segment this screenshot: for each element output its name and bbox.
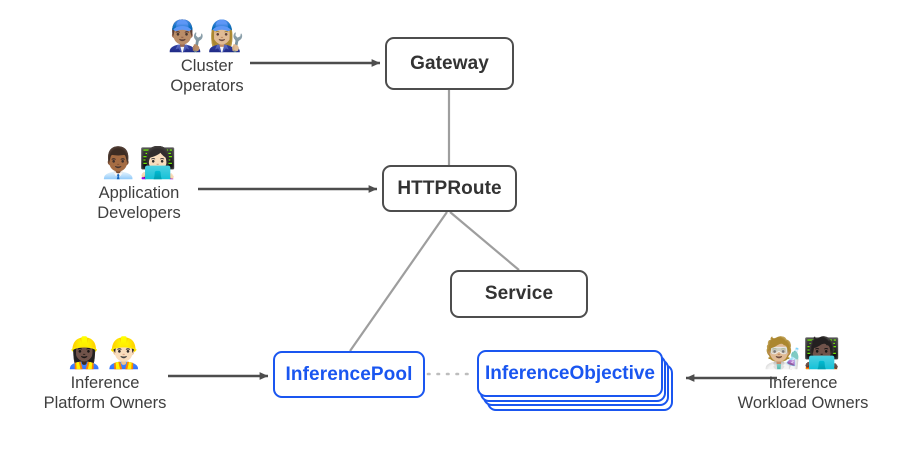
node-inferencepool-label: InferencePool	[285, 363, 413, 385]
application-developers-icon: 👨🏾‍💼👩🏻‍💻	[99, 146, 179, 181]
persona-label-line2: Operators	[170, 77, 244, 95]
inference-platform-owners-icon: 👷🏿‍♀️👷🏻‍♂️	[65, 336, 145, 371]
persona-label-line2: Platform Owners	[43, 394, 167, 412]
persona-cluster-operators: 👨🏽‍🔧👩🏼‍🔧 Cluster Operators	[112, 20, 302, 96]
persona-inference-platform-owners: 👷🏿‍♀️👷🏻‍♂️ Inference Platform Owners	[10, 337, 200, 413]
node-inferenceobjective[interactable]: InferenceObjective	[477, 350, 663, 397]
inference-workload-owners-icon: 🧑🏼‍🔬🧑🏿‍💻	[763, 336, 843, 371]
persona-label-line1: Application	[98, 184, 180, 202]
node-gateway-label: Gateway	[410, 52, 489, 74]
persona-application-developers: 👨🏾‍💼👩🏻‍💻 Application Developers	[44, 147, 234, 223]
persona-label-line1: Inference	[768, 374, 838, 392]
persona-inference-workload-owners: 🧑🏼‍🔬🧑🏿‍💻 Inference Workload Owners	[708, 337, 898, 413]
persona-label-line2: Developers	[97, 204, 181, 222]
cluster-operators-icon: 👨🏽‍🔧👩🏼‍🔧	[167, 19, 247, 54]
persona-inference-workload-owners-label: Inference Workload Owners	[708, 373, 898, 413]
persona-label-line2: Workload Owners	[737, 394, 869, 412]
node-gateway[interactable]: Gateway	[385, 37, 514, 90]
persona-application-developers-label: Application Developers	[44, 183, 234, 223]
edge-httproute-inferencepool	[349, 211, 448, 352]
node-httproute[interactable]: HTTPRoute	[382, 165, 517, 212]
persona-label-line1: Cluster	[180, 57, 234, 75]
node-inferencepool[interactable]: InferencePool	[273, 351, 425, 398]
node-httproute-label: HTTPRoute	[397, 177, 502, 199]
node-inferenceobjective-stack[interactable]: InferenceObjective	[477, 350, 673, 411]
persona-label-line1: Inference	[70, 374, 140, 392]
persona-cluster-operators-label: Cluster Operators	[112, 56, 302, 96]
edge-httproute-service	[449, 211, 520, 271]
persona-inference-platform-owners-label: Inference Platform Owners	[10, 373, 200, 413]
node-service[interactable]: Service	[450, 270, 588, 318]
node-inferenceobjective-label: InferenceObjective	[484, 362, 656, 384]
node-service-label: Service	[484, 283, 554, 304]
